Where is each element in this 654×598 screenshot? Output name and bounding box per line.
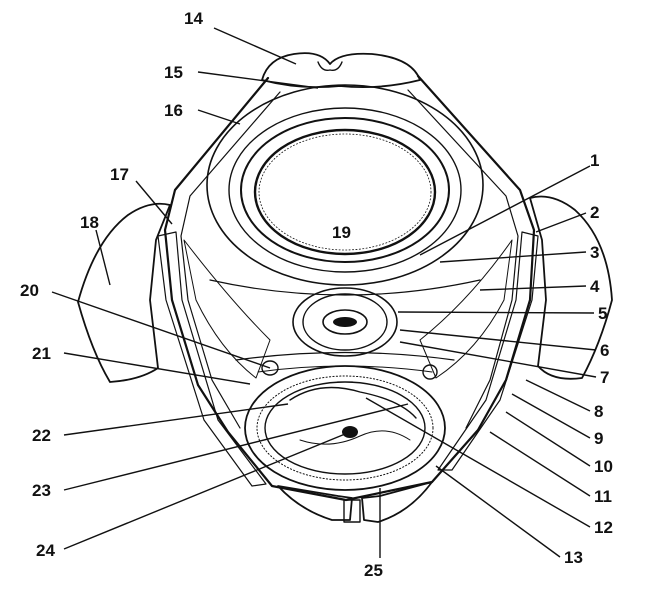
leader-7: [399, 341, 597, 378]
leader-2: [535, 212, 587, 233]
leader-13: [435, 465, 561, 558]
callout-3: 3: [590, 243, 599, 262]
ischium-left: [77, 202, 171, 383]
leader-3: [439, 251, 587, 263]
callout-17: 17: [110, 165, 129, 184]
callout-7: 7: [600, 368, 609, 387]
callout-8: 8: [594, 402, 603, 421]
leader-5: [397, 311, 595, 314]
leader-lines: [51, 27, 597, 558]
callout-5: 5: [598, 304, 607, 323]
callout-11: 11: [594, 487, 612, 506]
callout-14: 14: [184, 9, 203, 28]
callout-1: 1: [590, 151, 599, 170]
callout-10: 10: [594, 457, 613, 476]
leader-11: [489, 431, 591, 497]
callout-labels: 1 2 3 4 5 6 7 8 9 10 11 12 13 14 15 16 1…: [20, 9, 613, 580]
callout-13: 13: [564, 548, 583, 567]
callout-25: 25: [364, 561, 383, 580]
levator-ani-left: [183, 239, 271, 379]
callout-22: 22: [32, 426, 51, 445]
obturator-internus-right: [437, 231, 539, 471]
ischium-right: [529, 195, 613, 380]
leader-14: [213, 27, 297, 65]
callout-24: 24: [36, 541, 55, 560]
leader-16: [197, 109, 241, 125]
callout-23: 23: [32, 481, 51, 500]
callout-16: 16: [164, 101, 183, 120]
leader-18: [95, 229, 111, 286]
obturator-internus-left: [157, 231, 267, 487]
leader-20: [51, 291, 271, 369]
leader-8: [525, 379, 591, 412]
callout-20: 20: [20, 281, 39, 300]
callout-12: 12: [594, 518, 613, 537]
callout-18: 18: [80, 213, 99, 232]
leader-17: [135, 180, 173, 225]
leader-10: [505, 411, 591, 467]
callout-2: 2: [590, 203, 599, 222]
callout-21: 21: [32, 344, 51, 363]
leader-4: [479, 285, 587, 291]
callout-9: 9: [594, 429, 603, 448]
leader-12: [365, 397, 591, 528]
leader-6: [399, 329, 597, 351]
urinary-bladder: [206, 84, 484, 286]
leader-22: [63, 403, 289, 436]
callout-15: 15: [164, 63, 183, 82]
leader-9: [511, 393, 591, 439]
urethra-prostate: [292, 287, 398, 357]
coccyx: [277, 481, 433, 523]
leader-23: [63, 403, 409, 491]
leader-1: [419, 165, 591, 256]
callout-6: 6: [600, 341, 609, 360]
leader-21: [63, 352, 251, 385]
pubic-symphysis: [261, 52, 421, 89]
leader-15: [197, 71, 319, 89]
leader-24: [63, 431, 351, 550]
fascia-layers: [209, 279, 481, 373]
levator-ani-right: [419, 239, 513, 379]
callout-19: 19: [332, 223, 351, 242]
callout-4: 4: [590, 277, 600, 296]
